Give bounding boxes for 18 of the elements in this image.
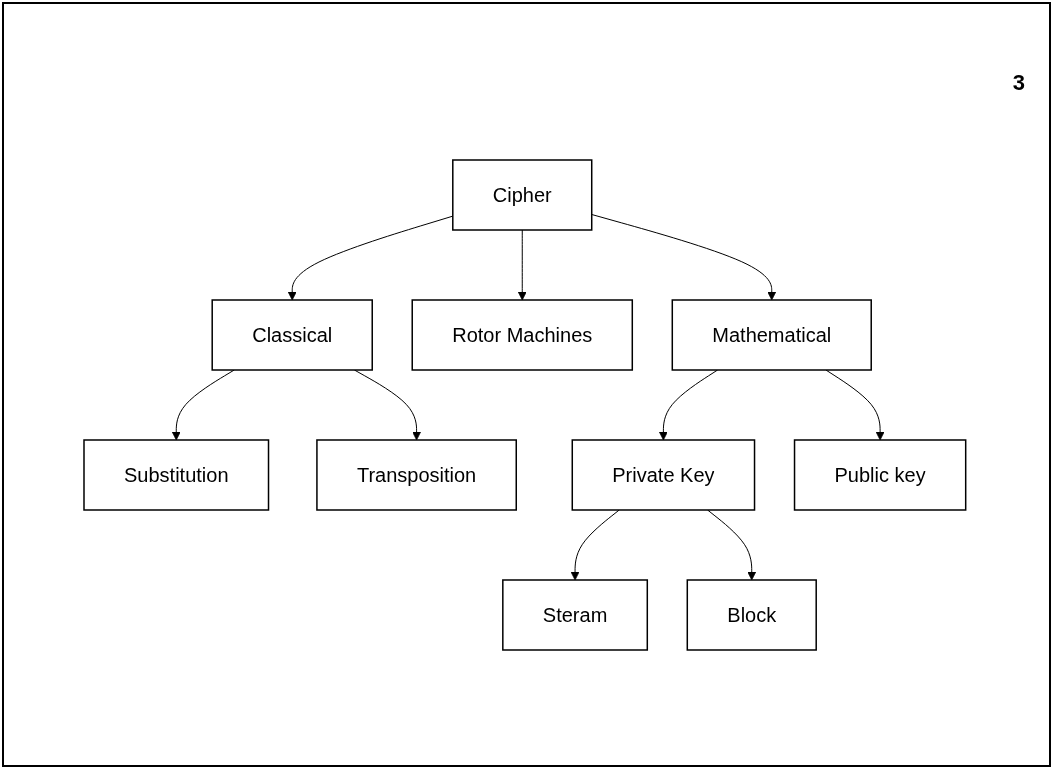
node-box: Transposition bbox=[316, 439, 518, 511]
node-box: Substitution bbox=[83, 439, 270, 511]
arrow bbox=[591, 214, 777, 301]
node-box: Public key bbox=[793, 439, 967, 511]
arrow bbox=[172, 369, 235, 441]
arrow bbox=[825, 369, 885, 441]
node-box: Cipher bbox=[452, 159, 593, 231]
node-box: Rotor Machines bbox=[411, 299, 634, 371]
node-box: Steram bbox=[502, 579, 649, 651]
arrow bbox=[518, 229, 527, 301]
node-box: Mathematical bbox=[671, 299, 873, 371]
node-box: Classical bbox=[211, 299, 374, 371]
node-box: Block bbox=[686, 579, 818, 651]
arrow bbox=[354, 369, 422, 441]
arrow bbox=[570, 509, 620, 581]
node-box: Private Key bbox=[571, 439, 756, 511]
slide-number: 3 bbox=[1012, 70, 1025, 96]
arrow bbox=[707, 509, 757, 581]
